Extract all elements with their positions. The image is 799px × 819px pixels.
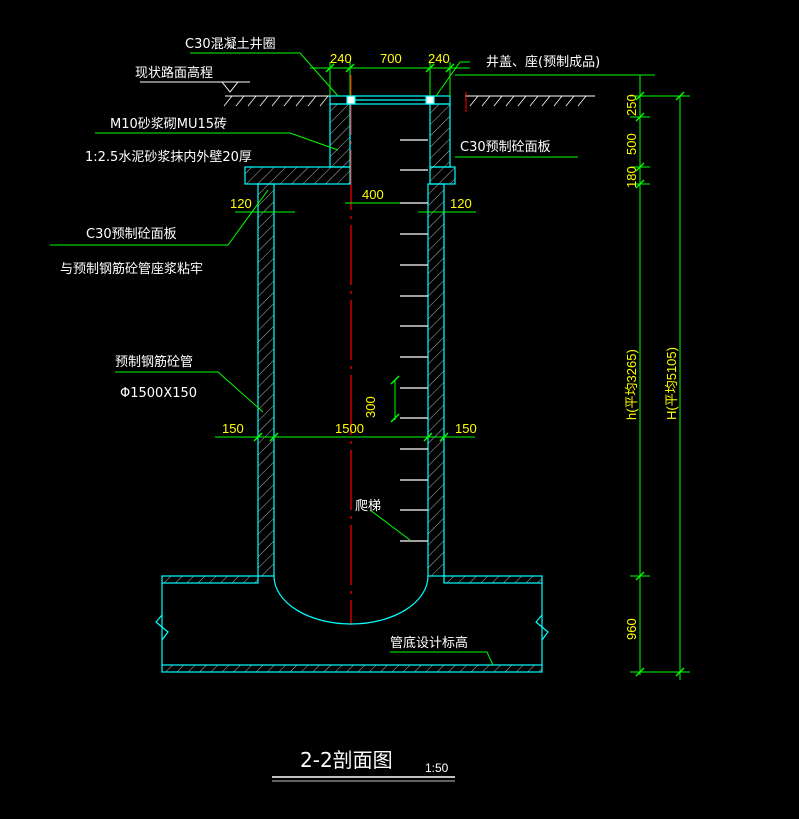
base-slab [155,575,549,673]
dim-120-right: 120 [450,196,472,211]
dim-v-960: 960 [624,618,639,640]
dim-top-240-right: 240 [428,51,450,66]
dim-1500: 1500 [335,421,364,436]
top-slab [244,166,456,185]
label-plaster: 1:2.5水泥砂浆抹内外壁20厚 [85,149,252,165]
ladder [400,139,428,542]
label-ring: C30混凝土井圈 [185,36,276,52]
brick-neck [329,103,451,168]
label-cover: 井盖、座(预制成品) [486,55,600,70]
road-level-marker [140,81,250,93]
dim-120-left: 120 [230,196,252,211]
label-pipe: 预制钢筋砼管 [115,354,193,370]
dim-v-h: h(平均3265) [624,349,639,420]
dim-v-H: H(平均5105) [664,347,679,420]
label-slab-top: C30预制砼面板 [460,140,551,155]
ground-line [223,95,595,107]
dim-v-180: 180 [624,166,639,188]
label-ladder: 爬梯 [355,499,381,514]
dim-top-700: 700 [380,51,402,66]
drawing-scale: 1:50 [425,761,449,775]
label-road: 现状路面高程 [135,65,213,81]
label-pipe-size: Φ1500X150 [120,386,197,401]
pipe-invert-arc [273,575,429,625]
dim-400: 400 [362,187,384,202]
drawing-title: 2-2剖面图 [300,748,393,772]
label-brick: M10砂浆砌MU15砖 [110,117,227,132]
dimension-ticks [253,63,685,677]
dim-150-left: 150 [222,421,244,436]
dim-150-right: 150 [455,421,477,436]
label-slab-left: C30预制砼面板 [86,227,177,242]
manhole-cover [329,95,451,105]
dimension-lines [215,62,690,680]
label-slab-note: 与预制钢筋砼管座浆粘牢 [60,261,203,277]
leader-lines [50,52,578,666]
dim-v-500: 500 [624,133,639,155]
dim-v-250: 250 [624,94,639,116]
dim-300: 300 [363,396,378,418]
pipe-walls [257,183,445,577]
label-invert: 管底设计标高 [390,635,468,651]
dim-top-240-left: 240 [330,51,352,66]
